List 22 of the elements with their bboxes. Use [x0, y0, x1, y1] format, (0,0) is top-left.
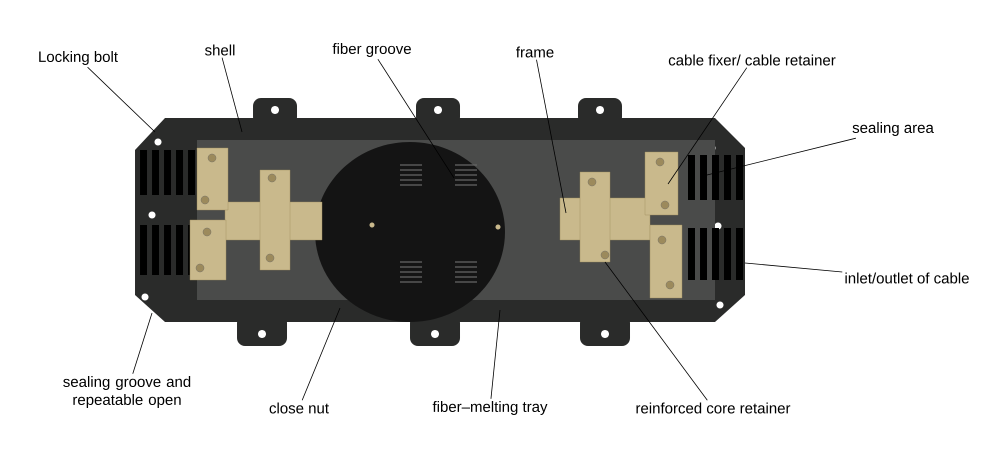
leader-line — [87, 66, 156, 132]
part-label: sealing area — [852, 122, 934, 136]
leader-line — [604, 262, 708, 401]
part-label: close nut — [270, 402, 329, 414]
leader-line — [490, 310, 500, 400]
leader-line — [668, 67, 748, 184]
part-label: shell — [205, 44, 234, 56]
part-label: inlet/outlet of cable — [845, 272, 969, 284]
leader-line — [378, 58, 454, 178]
part-label: frame — [516, 46, 554, 58]
leader-line — [536, 59, 566, 214]
part-label: fiber groove — [332, 43, 411, 57]
leader-line — [302, 308, 340, 401]
part-label: fiber–melting tray — [432, 401, 548, 415]
part-label: Locking bolt — [39, 51, 118, 65]
part-label: reinforced core retainer — [636, 402, 790, 414]
leader-line — [132, 312, 152, 374]
leader-line — [706, 138, 856, 176]
leader-line — [222, 57, 242, 132]
part-label: sealing groove and repeatable open — [63, 376, 190, 408]
leader-line — [744, 262, 843, 272]
part-label: cable fixer/ cable retainer — [668, 54, 836, 66]
